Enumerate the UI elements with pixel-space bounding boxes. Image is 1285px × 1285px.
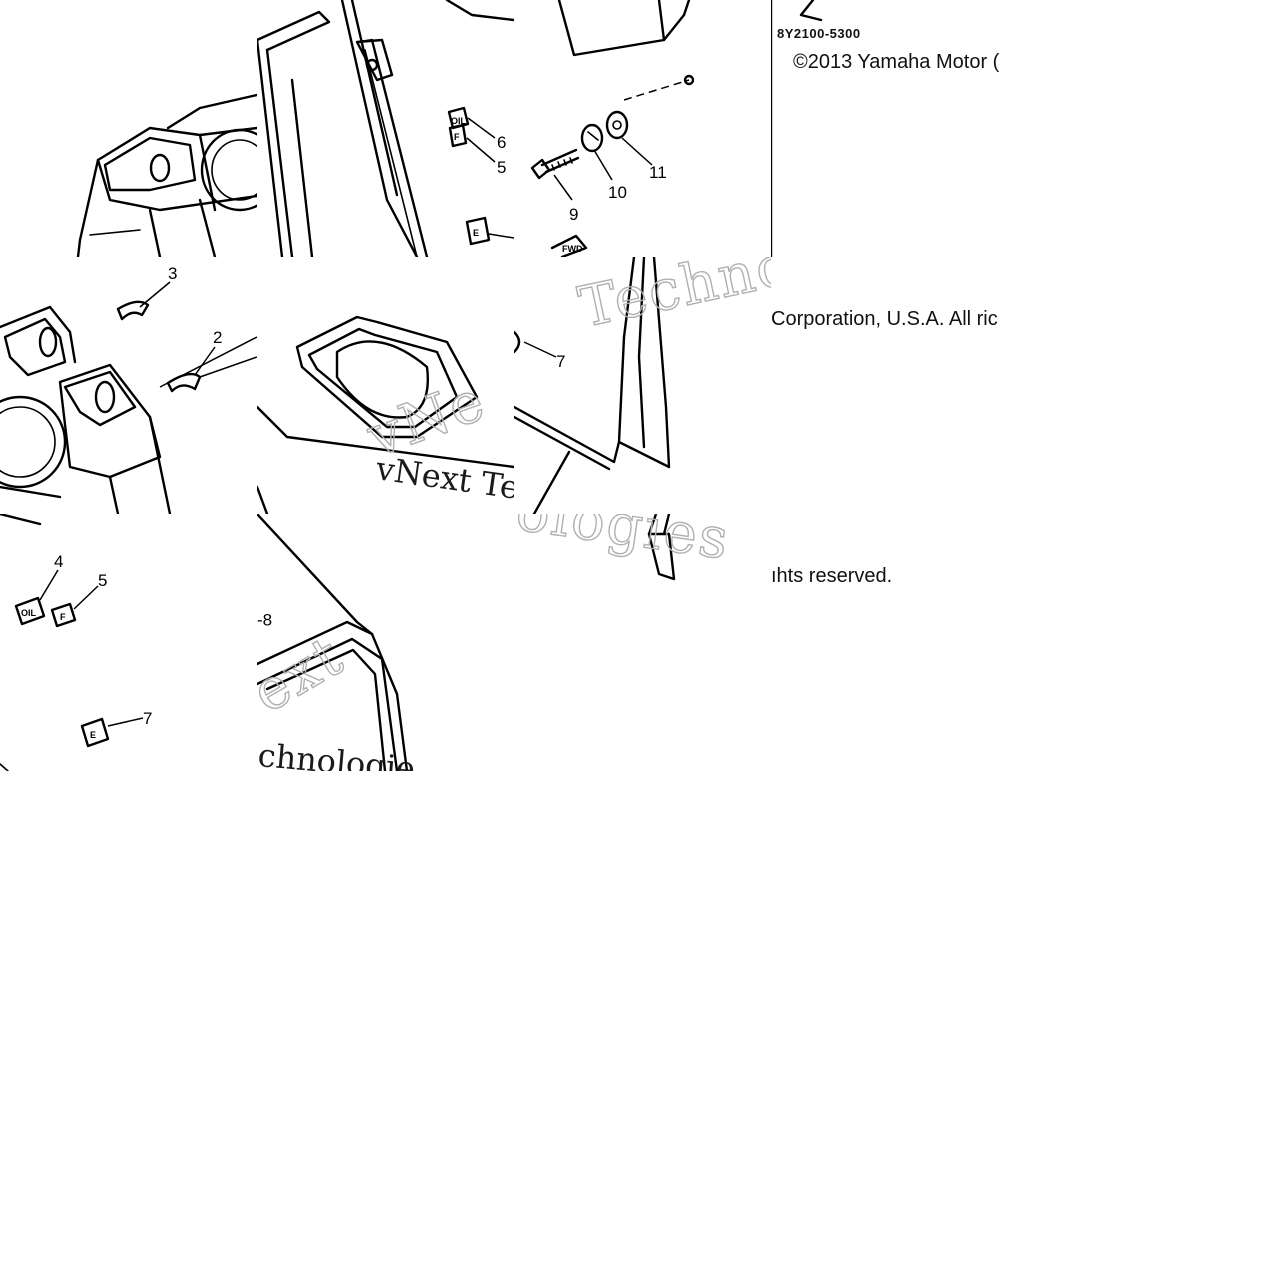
- copyright-line-3: ıhts reserved.: [771, 565, 893, 587]
- diagram-tile-console-left: [0, 0, 257, 257]
- callout-3: 3: [168, 264, 177, 283]
- diagram-tile-blank-3: [1028, 514, 1285, 771]
- e-badge: E: [473, 228, 479, 238]
- diagram-tile-panel-bottom: ologies: [514, 514, 771, 771]
- diagram-tile-cover-upper: OIL F 6 5 E: [257, 0, 514, 257]
- diagram-tile-cover-middle: vNe vNext Tec: [257, 257, 514, 514]
- diagram-tile-fasteners: 9 10 11 FWD: [514, 0, 771, 257]
- diagram-tile-side-panel: 7 Techno: [514, 257, 771, 514]
- callout-2: 2: [213, 328, 222, 347]
- callout-9: 9: [569, 205, 578, 224]
- callout-6: 6: [497, 133, 506, 152]
- fwd-badge: FWD: [562, 244, 583, 254]
- oil-badge-2: OIL: [21, 608, 37, 618]
- callout-5: 5: [497, 158, 506, 177]
- watermark-ologies: ologies: [514, 514, 734, 573]
- callout-10: 10: [608, 183, 627, 202]
- callout-11: 11: [649, 163, 667, 182]
- callout-7: 7: [556, 352, 565, 371]
- e-badge-2: E: [90, 730, 96, 740]
- copyright-line-1: ©2013 Yamaha Motor (: [793, 51, 1000, 73]
- copyright-line-2: Corporation, U.S.A. All ric: [771, 308, 998, 330]
- callout-4: 4: [54, 552, 63, 571]
- oil-badge: OIL: [451, 116, 467, 126]
- fuel-badge: F: [454, 132, 460, 142]
- fuel-badge-2: F: [60, 612, 66, 622]
- diagram-tile-badges: OIL F 4 5 E 7: [0, 514, 257, 771]
- diagram-tile-copyright-bottom: ıhts reserved.: [771, 514, 1028, 771]
- part-code: 8Y2100-5300: [777, 26, 861, 41]
- callout-8: -8: [257, 611, 272, 630]
- diagram-tile-copyright-top: 8Y2100-5300 ©2013 Yamaha Motor (: [771, 0, 1028, 257]
- diagram-tile-blank-2: [1028, 257, 1285, 514]
- watermark-vnext-tec: vNext Tec: [373, 449, 514, 509]
- diagram-tile-gauges: 3 2: [0, 257, 257, 514]
- callout-5b: 5: [98, 571, 107, 590]
- diagram-tile-blank-1: [1028, 0, 1285, 257]
- callout-7b: 7: [143, 709, 152, 728]
- watermark-techno: Techno: [573, 257, 771, 341]
- diagram-tile-cover-lower: ext chnologie -8: [257, 514, 514, 771]
- diagram-tile-copyright-middle: Corporation, U.S.A. All ric: [771, 257, 1028, 514]
